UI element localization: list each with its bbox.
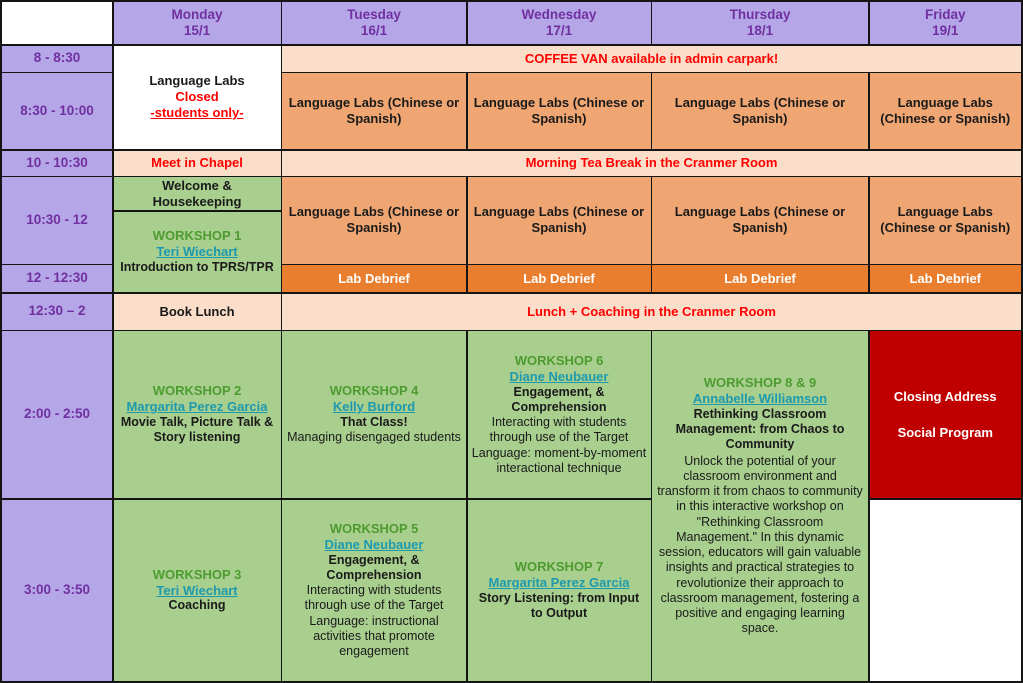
day-header-tuesday: Tuesday 16/1 <box>282 2 466 44</box>
cell-wednesday-language-labs-am: Language Labs (Chinese or Spanish) <box>467 73 651 149</box>
workshop-title: WORKSHOP 7 <box>514 559 604 575</box>
presenter-link[interactable]: Teri Wiechart <box>156 244 238 260</box>
time-slot-12-1230: 12 - 12:30 <box>2 265 112 292</box>
presenter-link[interactable]: Annabelle Williamson <box>692 391 828 407</box>
cell-tuesday-language-labs-am: Language Labs (Chinese or Spanish) <box>282 73 466 149</box>
cell-friday-closing-address: Closing Address Social Program <box>869 331 1021 498</box>
banner-morning-tea: Morning Tea Break in the Cranmer Room <box>282 150 1021 176</box>
day-name: Monday <box>171 6 223 22</box>
labs-closed-note: -students only- <box>150 105 244 121</box>
presenter-link[interactable]: Diane Neubauer <box>324 536 424 552</box>
workshop-title: WORKSHOP 8 & 9 <box>703 375 817 391</box>
time-slot-830-1000: 8:30 - 10:00 <box>2 73 112 149</box>
day-name: Tuesday <box>347 6 401 22</box>
day-date: 15/1 <box>183 23 211 38</box>
time-slot-200-250: 2:00 - 2:50 <box>2 331 112 498</box>
cell-thursday-language-labs-late-am: Language Labs (Chinese or Spanish) <box>652 177 868 264</box>
cell-monday-workshop-3: WORKSHOP 3 Teri Wiechart Coaching <box>113 499 281 681</box>
banner-coffee-van: COFFEE VAN available in admin carpark! <box>282 45 1021 72</box>
time-slot-8-830: 8 - 8:30 <box>2 45 112 72</box>
day-date: 19/1 <box>932 23 959 38</box>
presenter-link[interactable]: Teri Wiechart <box>156 582 238 598</box>
social-program-label: Social Program <box>897 424 993 440</box>
cell-tuesday-lab-debrief: Lab Debrief <box>282 265 466 292</box>
workshop-topic: Coaching <box>168 598 226 613</box>
workshop-topic: Movie Talk, Picture Talk & Story listeni… <box>120 415 274 445</box>
cell-tuesday-workshop-4: WORKSHOP 4 Kelly Burford That Class! Man… <box>282 331 466 498</box>
labs-closed-title: Language Labs <box>149 73 245 89</box>
workshop-title: WORKSHOP 2 <box>152 383 242 399</box>
time-slot-10-1030: 10 - 10:30 <box>2 150 112 176</box>
cell-friday-late-empty <box>869 499 1021 681</box>
banner-lunch-coaching: Lunch + Coaching in the Cranmer Room <box>282 293 1021 330</box>
day-name: Thursday <box>729 6 791 22</box>
time-slot-1230-2: 12:30 – 2 <box>2 293 112 330</box>
day-date: 16/1 <box>360 23 388 38</box>
workshop-topic: Introduction to TPRS/TPR <box>120 259 274 274</box>
cell-monday-welcome-housekeeping: Welcome & Housekeeping <box>113 177 281 210</box>
workshop-description: Unlock the potential of your classroom e… <box>657 453 863 636</box>
workshop-topic: Engagement, & Comprehension <box>326 552 422 582</box>
cell-monday-language-labs-closed: Language Labs Closed -students only- <box>113 45 281 149</box>
time-slot-1030-12: 10:30 - 12 <box>2 177 112 264</box>
cell-thursday-lab-debrief: Lab Debrief <box>652 265 868 292</box>
workshop-description: Interacting with students through use of… <box>471 415 647 475</box>
cell-monday-workshop-2: WORKSHOP 2 Margarita Perez Garcia Movie … <box>113 331 281 498</box>
cell-thursday-workshop-8-9: WORKSHOP 8 & 9 Annabelle Williamson Reth… <box>652 331 868 681</box>
day-header-friday: Friday 19/1 <box>869 2 1021 44</box>
cell-wednesday-lab-debrief: Lab Debrief <box>467 265 651 292</box>
corner-cell <box>2 2 112 44</box>
presenter-link[interactable]: Diane Neubauer <box>509 368 609 384</box>
time-slot-300-350: 3:00 - 3:50 <box>2 499 112 681</box>
cell-tuesday-language-labs-late-am: Language Labs (Chinese or Spanish) <box>282 177 466 264</box>
cell-wednesday-workshop-6: WORKSHOP 6 Diane Neubauer Engagement, & … <box>467 331 651 498</box>
workshop-topic: That Class! <box>340 415 408 430</box>
day-date: 18/1 <box>746 23 774 38</box>
cell-monday-workshop-1: WORKSHOP 1 Teri Wiechart Introduction to… <box>113 211 281 292</box>
workshop-title: WORKSHOP 1 <box>152 228 242 244</box>
labs-closed-status: Closed <box>175 89 219 105</box>
workshop-title: WORKSHOP 4 <box>329 383 419 399</box>
cell-wednesday-language-labs-late-am: Language Labs (Chinese or Spanish) <box>467 177 651 264</box>
cell-monday-book-lunch: Book Lunch <box>113 293 281 330</box>
cell-wednesday-workshop-7: WORKSHOP 7 Margarita Perez Garcia Story … <box>467 499 651 681</box>
cell-friday-lab-debrief: Lab Debrief <box>869 265 1021 292</box>
cell-friday-language-labs-late-am: Language Labs (Chinese or Spanish) <box>869 177 1021 264</box>
presenter-link[interactable]: Margarita Perez Garcia <box>126 399 268 415</box>
workshop-description: Managing disengaged students <box>287 430 461 445</box>
workshop-title: WORKSHOP 6 <box>514 352 604 368</box>
day-name: Wednesday <box>521 6 597 22</box>
workshop-title: WORKSHOP 5 <box>329 521 419 537</box>
presenter-link[interactable]: Kelly Burford <box>332 399 416 415</box>
day-date: 17/1 <box>545 23 573 38</box>
presenter-link[interactable]: Margarita Perez Garcia <box>488 575 630 590</box>
workshop-topic: Story Listening: from Input to Output <box>478 590 640 621</box>
cell-friday-language-labs-am: Language Labs (Chinese or Spanish) <box>869 73 1021 149</box>
day-header-monday: Monday 15/1 <box>113 2 281 44</box>
cell-tuesday-workshop-5: WORKSHOP 5 Diane Neubauer Engagement, & … <box>282 499 466 681</box>
day-name: Friday <box>924 6 966 22</box>
day-header-thursday: Thursday 18/1 <box>652 2 868 44</box>
workshop-topic: Rethinking Classroom Management: from Ch… <box>675 406 845 452</box>
workshop-title: WORKSHOP 3 <box>152 566 242 582</box>
closing-address-label: Closing Address <box>893 388 997 404</box>
workshop-description: Interacting with students through use of… <box>304 583 444 659</box>
workshop-topic: Engagement, & Comprehension <box>511 384 607 414</box>
cell-monday-meet-in-chapel: Meet in Chapel <box>113 150 281 176</box>
day-header-wednesday: Wednesday 17/1 <box>467 2 651 44</box>
cell-thursday-language-labs-am: Language Labs (Chinese or Spanish) <box>652 73 868 149</box>
